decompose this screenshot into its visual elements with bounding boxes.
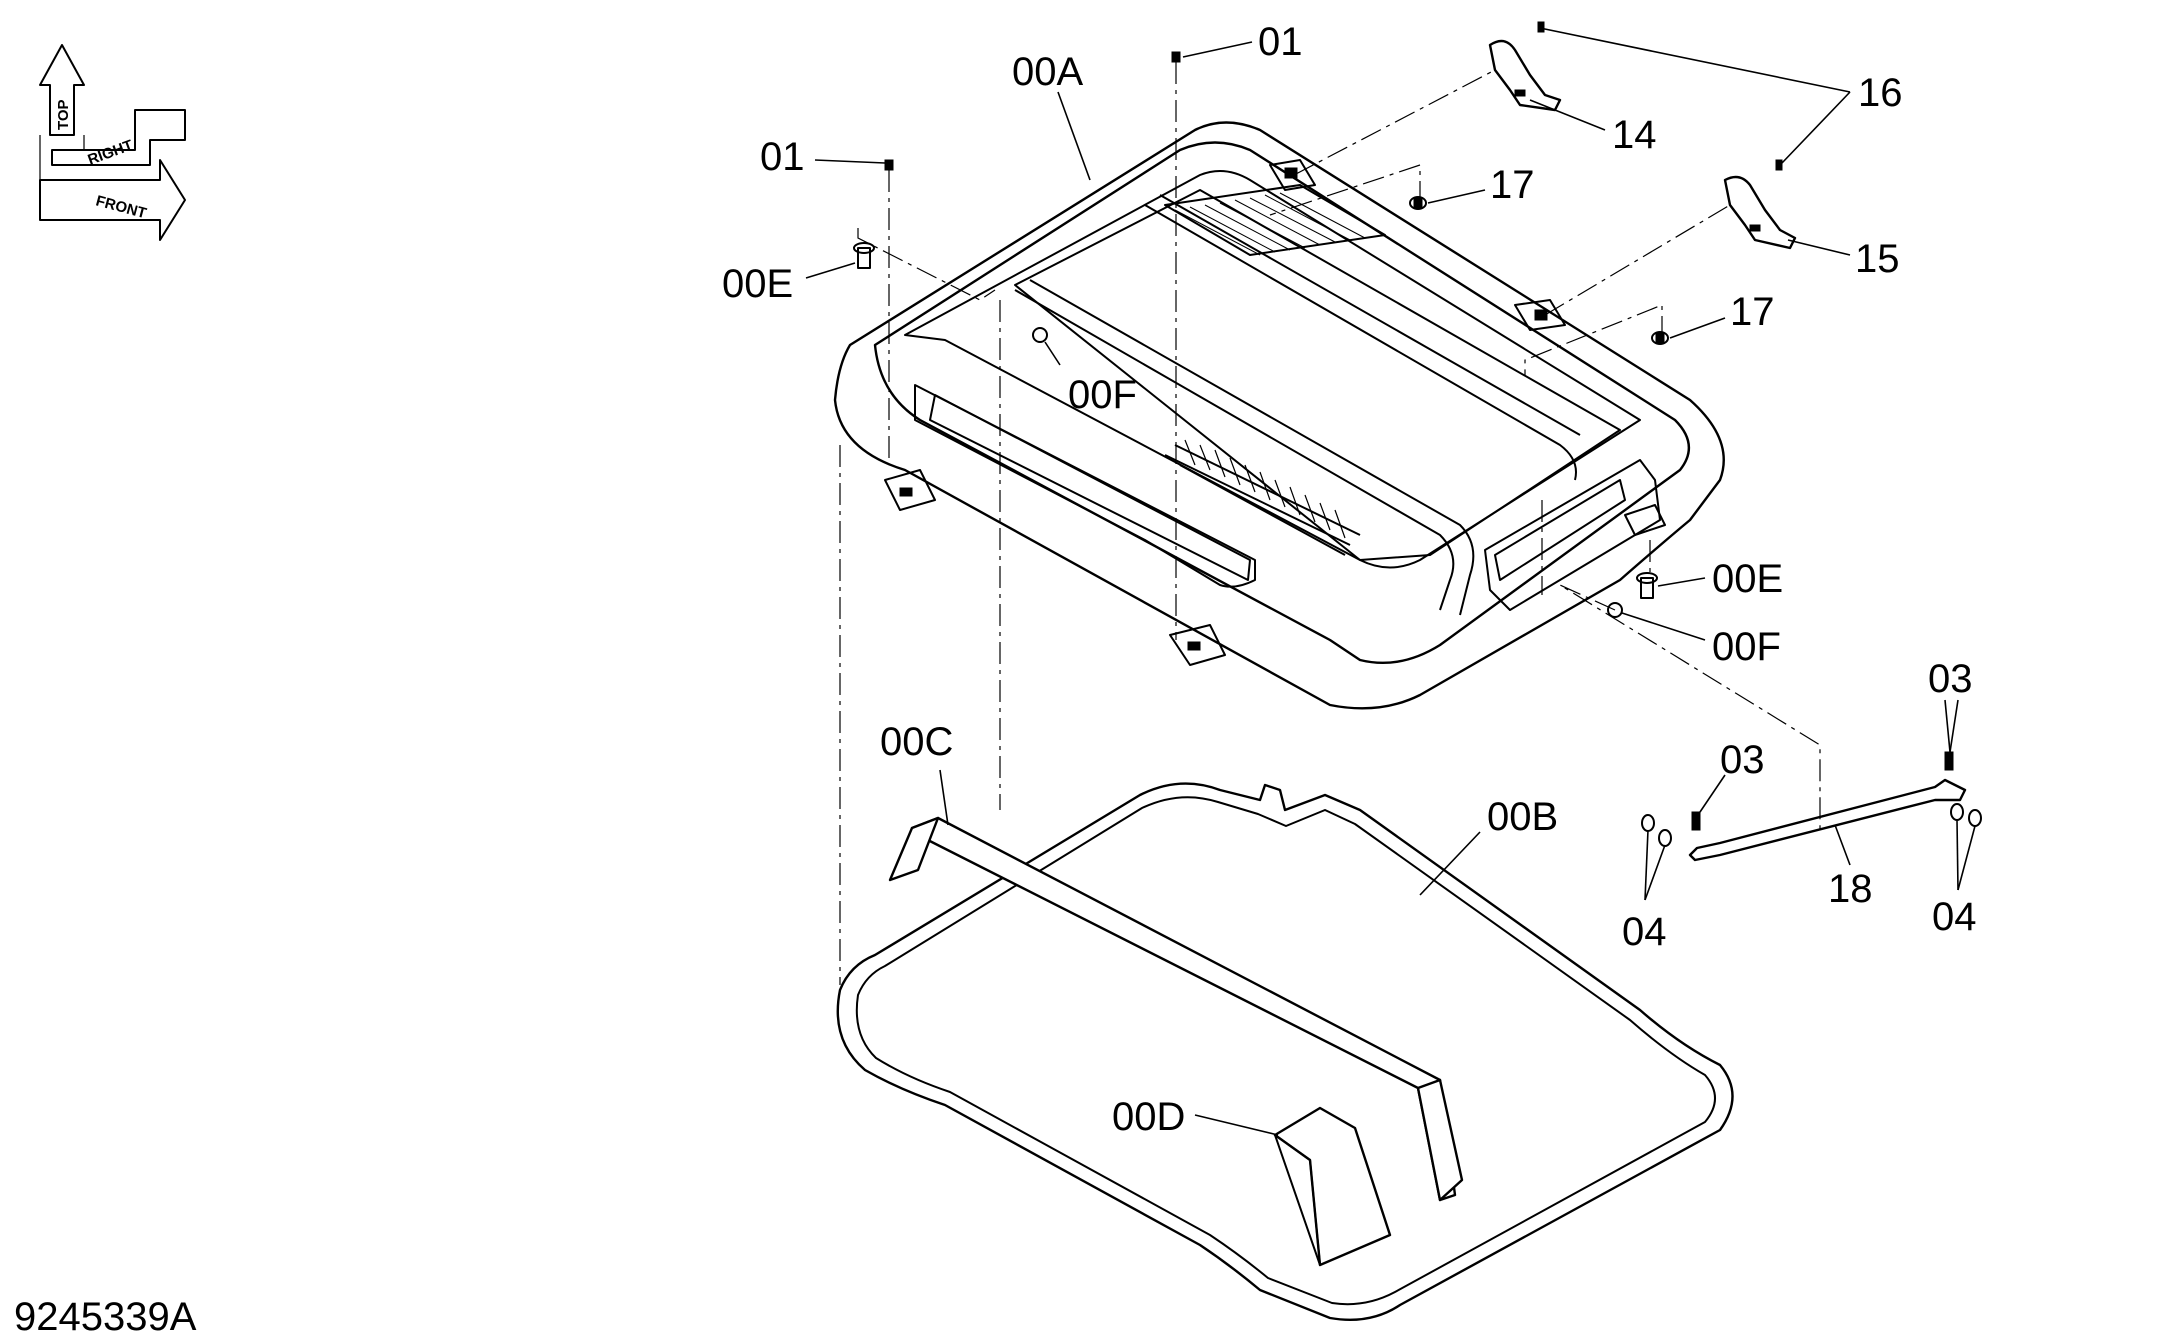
spacer-00D (1273, 1106, 1392, 1267)
nut-04-a2 (1658, 829, 1672, 847)
orientation-front-label: FRONT (94, 192, 148, 222)
callout-00F-left: 00F (1068, 373, 1137, 417)
callout-00E-left: 00E (722, 262, 793, 306)
callout-00D: 00D (1112, 1095, 1185, 1139)
bolt-01-b (884, 159, 894, 171)
bolt-00E-right (1636, 572, 1658, 599)
nut-04-b2 (1968, 809, 1982, 827)
callout-00B: 00B (1487, 795, 1558, 839)
screw-16-a (1537, 21, 1545, 33)
bolt-00E-left (853, 242, 875, 269)
callout-03-right: 03 (1928, 657, 1973, 701)
callout-15: 15 (1855, 237, 1900, 281)
hinge-right (1514, 299, 1566, 331)
latch-14 (1488, 39, 1562, 112)
callout-04-right: 04 (1932, 895, 1977, 939)
hatched-panel (1164, 184, 1386, 256)
nut-17-b (1651, 331, 1669, 345)
bracket-right (1624, 504, 1666, 536)
callout-00A: 00A (1012, 50, 1083, 94)
callout-01-left: 01 (760, 135, 805, 179)
orientation-indicator: TOP RIGHT FRONT (39, 44, 186, 241)
latch-15 (1723, 175, 1797, 250)
document-id: 9245339A (14, 1295, 197, 1339)
bolt-01-a (1171, 51, 1181, 63)
callout-00F-right: 00F (1712, 625, 1781, 669)
callout-03-left: 03 (1720, 738, 1765, 782)
nut-04-b1 (1950, 803, 1964, 821)
callout-16: 16 (1858, 71, 1903, 115)
callout-00E-right: 00E (1712, 557, 1783, 601)
bracket-front-center (1169, 624, 1226, 666)
orientation-top-label: TOP (55, 99, 72, 130)
orientation-right-label: RIGHT (86, 137, 136, 169)
callout-17-top: 17 (1490, 163, 1535, 207)
roof-cover-assembly (833, 121, 1725, 710)
vent-slots (1164, 439, 1361, 556)
callout-00C: 00C (880, 720, 953, 764)
spacer-00C (888, 816, 1464, 1202)
alignment-lines (839, 62, 1821, 985)
nut-00F-right-mark (1607, 602, 1623, 618)
screw-16-b (1775, 159, 1783, 171)
seal-gasket-00B (836, 782, 1734, 1321)
callout-04-left: 04 (1622, 910, 1667, 954)
nut-00F-left-mark (1032, 327, 1048, 343)
callout-17-right: 17 (1730, 290, 1775, 334)
rod-18 (1641, 751, 1982, 862)
callout-18: 18 (1828, 867, 1873, 911)
callout-14: 14 (1612, 113, 1657, 157)
nut-17-a (1409, 196, 1427, 210)
callout-labels: 01 01 00A 00E 00F 14 16 17 15 17 00E 00F… (722, 20, 1977, 1139)
bracket-front-left (884, 469, 936, 511)
leader-lines (805, 27, 1976, 1136)
callout-01-top: 01 (1258, 20, 1303, 64)
nut-04-a1 (1641, 814, 1655, 832)
